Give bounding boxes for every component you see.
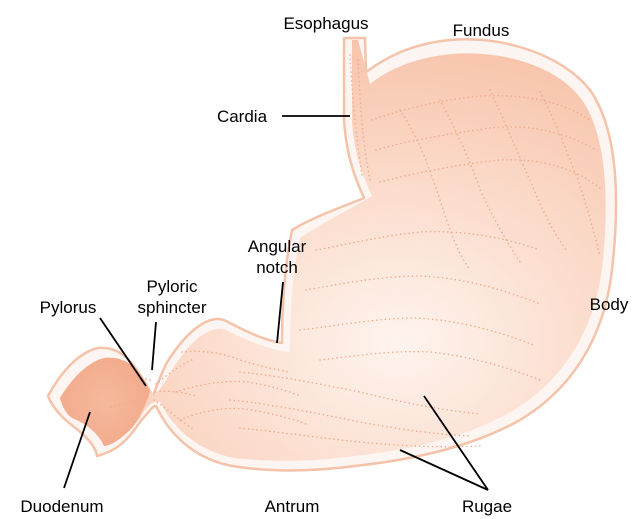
label-esophagus: Esophagus xyxy=(283,14,368,33)
label-cardia: Cardia xyxy=(217,107,268,126)
label-pylorus: Pylorus xyxy=(40,298,97,317)
label-pyloric-sphincter-line1: Pyloric xyxy=(146,277,198,296)
leader-pyloric-sphincter xyxy=(152,322,156,370)
label-duodenum: Duodenum xyxy=(20,497,103,516)
label-pyloric-sphincter-line2: sphincter xyxy=(138,298,207,317)
label-body: Body xyxy=(590,295,629,314)
label-angular-notch-line2: notch xyxy=(256,258,298,277)
label-rugae: Rugae xyxy=(462,497,512,516)
label-angular-notch-line1: Angular xyxy=(248,237,307,256)
label-fundus: Fundus xyxy=(453,21,510,40)
label-antrum: Antrum xyxy=(265,497,320,516)
